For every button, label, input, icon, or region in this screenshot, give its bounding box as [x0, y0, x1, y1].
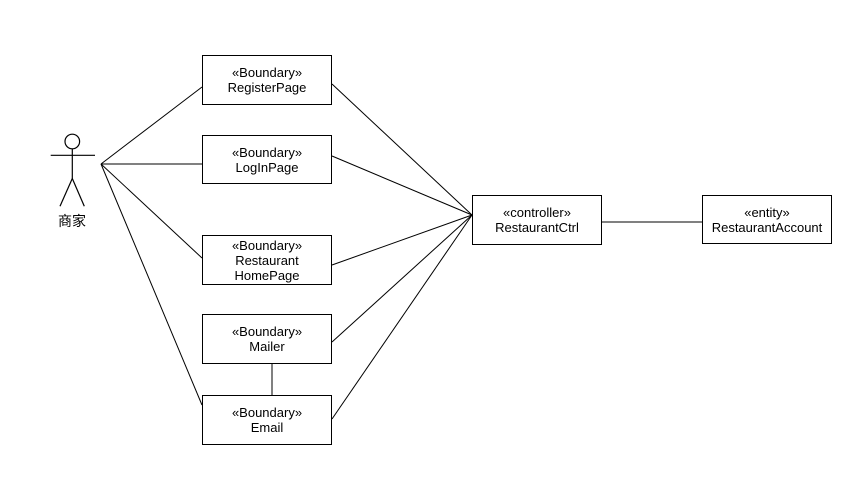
node-restaurant-account[interactable]: «entity» RestaurantAccount [702, 195, 832, 244]
node-name: Mailer [249, 339, 285, 354]
edge-registerpage-ctrl[interactable] [331, 83, 473, 216]
actor-label: 商家 [58, 213, 86, 229]
node-stereotype: «Boundary» [231, 144, 303, 160]
edge-actor-registerpage[interactable] [100, 86, 203, 165]
node-stereotype: «Boundary» [231, 405, 303, 420]
node-name: RestaurantCtrl [495, 220, 579, 235]
edge-actor-email[interactable] [100, 163, 203, 406]
node-register-page[interactable]: «Boundary» RegisterPage [202, 55, 332, 105]
node-name: LogInPage [235, 159, 299, 175]
node-name: Email [250, 420, 284, 435]
node-name: Restaurant HomePage [234, 252, 300, 283]
node-login-page[interactable]: «Boundary» LogInPage [202, 135, 332, 184]
actor-left-leg [59, 178, 73, 207]
node-email[interactable]: «Boundary» Email [202, 395, 332, 445]
node-name: RestaurantAccount [711, 219, 823, 235]
edge-email-ctrl[interactable] [331, 214, 473, 420]
node-stereotype: «Boundary» [231, 324, 303, 339]
node-stereotype: «controller» [503, 205, 571, 220]
node-restaurant-ctrl[interactable]: «controller» RestaurantCtrl [472, 195, 602, 245]
edge-homepage-ctrl[interactable] [331, 214, 473, 266]
actor-figure[interactable] [50, 133, 95, 207]
node-stereotype: «Boundary» [231, 65, 303, 80]
actor-right-leg [71, 178, 85, 207]
edge-loginpage-ctrl[interactable] [331, 155, 473, 216]
node-name: RegisterPage [227, 80, 307, 95]
node-stereotype: «Boundary» [231, 237, 303, 253]
node-stereotype: «entity» [744, 204, 790, 220]
actor-head [64, 133, 81, 150]
edge-actor-homepage[interactable] [100, 163, 203, 259]
edge-mailer-ctrl[interactable] [331, 214, 473, 343]
node-restaurant-homepage[interactable]: «Boundary» Restaurant HomePage [202, 235, 332, 285]
node-mailer[interactable]: «Boundary» Mailer [202, 314, 332, 364]
